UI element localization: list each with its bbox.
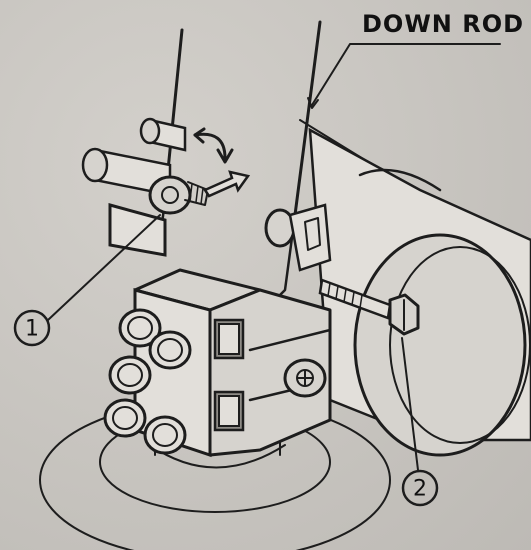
- lower-screw: [283, 358, 327, 398]
- callout-2: 2: [401, 337, 439, 507]
- cross-pin: [81, 117, 187, 197]
- push-arrow-icon: [203, 170, 251, 198]
- rotate-arrow-icon: [193, 127, 234, 164]
- rod-clip: [264, 203, 332, 272]
- down-rod: [158, 20, 322, 307]
- motor-housing: [299, 119, 531, 457]
- mounting-block: [108, 203, 332, 458]
- wire-connectors: [103, 308, 192, 455]
- down-rod-text: DOWN ROD: [362, 10, 524, 38]
- callout-1-number: 1: [25, 317, 39, 342]
- callout-1: 1: [13, 214, 161, 347]
- down-rod-label: DOWN ROD: [307, 10, 524, 109]
- connector-1: [118, 308, 162, 348]
- callout-2-number: 2: [413, 477, 427, 502]
- connector-5: [143, 415, 187, 455]
- bolt-2: [318, 278, 420, 336]
- connector-4: [103, 398, 147, 438]
- connector-3: [108, 355, 152, 395]
- connector-2: [148, 330, 192, 370]
- set-screw-1: [148, 175, 209, 215]
